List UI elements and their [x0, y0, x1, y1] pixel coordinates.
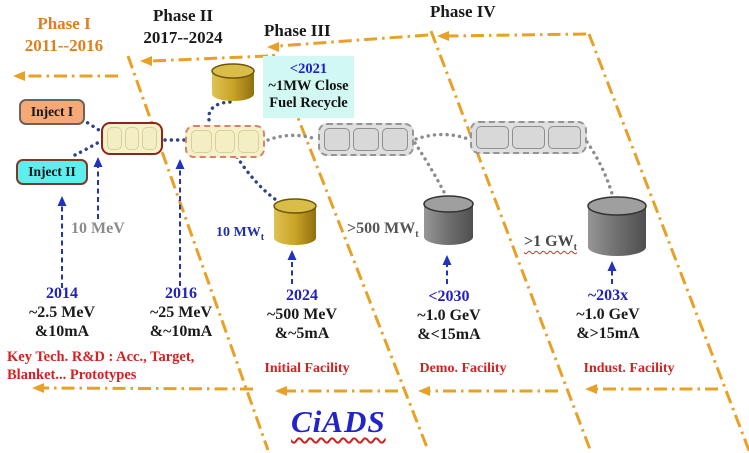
- diagram-title: CiADS: [291, 404, 386, 439]
- milestone-2024: 2024 ~500 MeV &~5mA: [267, 286, 337, 343]
- beam-dotted-lines-gray: [266, 132, 615, 199]
- gold-cylinder-mid: [273, 198, 317, 245]
- divider-phase4-right: [587, 33, 749, 453]
- milestone-spec2: &<15mA: [417, 326, 481, 343]
- phase3-heading: Phase III: [264, 21, 331, 40]
- milestone-spec2: &~10mA: [149, 323, 213, 340]
- milestone-spec2: &>15mA: [576, 325, 640, 342]
- milestone-year: 2016: [165, 285, 197, 302]
- milestone-year: 2024: [285, 287, 318, 304]
- milestone-spec2: &~5mA: [274, 325, 330, 342]
- divider-phase1-2: [126, 55, 270, 451]
- phase-top-arrows: [24, 32, 587, 78]
- gold-cylinder-top: [211, 63, 255, 101]
- phase4-heading: Phase IV: [430, 2, 496, 21]
- linac-segment-phase1: [101, 122, 163, 155]
- phase-divider-lines: [126, 30, 749, 453]
- linac-cell: [238, 130, 260, 153]
- linac-cell: [107, 127, 122, 150]
- facility-bottom-arrows: [42, 386, 718, 393]
- phase1-years: 2011--2016: [24, 36, 104, 55]
- label-10mwt: 10 MWt: [216, 225, 264, 243]
- label-1gwt: >1 GWt: [524, 233, 577, 253]
- key-tech-line1: Key Tech. R&D : Acc., Target,: [7, 349, 195, 365]
- phase2-heading: Phase II 2017--2024: [132, 5, 234, 49]
- milestone-spec1: ~1.0 GeV: [417, 307, 481, 324]
- facility-demo: Demo. Facility: [419, 361, 507, 376]
- divider-phase3-4: [429, 30, 593, 453]
- label-500mwt: >500 MWt: [347, 220, 419, 240]
- facility-bottom-arrowheads: [32, 383, 597, 396]
- fuel-recycle-line2: Fuel Recycle: [269, 95, 348, 111]
- gray-cylinder-industrial: [587, 196, 647, 256]
- milestone-spec1: ~1.0 GeV: [576, 306, 640, 323]
- label-500mwt-sub: t: [415, 229, 419, 241]
- linac-cell: [124, 127, 140, 150]
- milestone-spec2: &10mA: [34, 323, 90, 340]
- milestone-203x: ~203x ~1.0 GeV &>15mA: [576, 286, 639, 343]
- linac-cell: [476, 126, 509, 149]
- beam-dotted-lines-navy: [73, 100, 281, 204]
- label-10mwt-text: 10 MW: [216, 225, 261, 240]
- fuel-recycle-year: <2021: [289, 61, 328, 77]
- linac-segment-phase4: [470, 121, 587, 154]
- label-500mwt-text: >500 MW: [347, 220, 416, 237]
- divider-phase2-3: [271, 53, 430, 451]
- label-1gwt-sub: t: [573, 242, 577, 254]
- linac-cell: [353, 128, 379, 151]
- linac-cell: [512, 126, 545, 149]
- milestone-year: 2014: [45, 285, 78, 302]
- phase2-name: Phase II: [153, 6, 213, 25]
- milestone-spec1: ~25 MeV: [149, 304, 213, 321]
- phase1-name: Phase I: [37, 14, 91, 33]
- label-1gwt-text: >1 GW: [524, 233, 574, 250]
- fuel-recycle-note: <2021 ~1MW Close Fuel Recycle: [263, 56, 354, 118]
- inject1-box: Inject I: [19, 99, 85, 125]
- linac-cell: [382, 128, 408, 151]
- inject1-label: Inject I: [30, 104, 74, 119]
- phase2-years: 2017--2024: [143, 28, 223, 47]
- facility-industrial: Indust. Facility: [583, 361, 675, 376]
- linac-cell: [324, 128, 350, 151]
- phase1-heading: Phase I 2011--2016: [12, 13, 116, 57]
- linac-cell: [142, 127, 158, 150]
- milestone-2014: 2014 ~2.5 MeV &10mA: [29, 284, 95, 341]
- milestone-spec1: ~2.5 MeV: [28, 304, 96, 321]
- milestone-arrows: [61, 164, 613, 288]
- milestone-2030: <2030 ~1.0 GeV &<15mA: [417, 287, 480, 344]
- label-10mwt-sub: t: [260, 231, 265, 243]
- inject2-label: Inject II: [28, 164, 76, 179]
- milestone-arrowheads: [57, 157, 617, 271]
- label-10mev: 10 MeV: [71, 220, 125, 237]
- milestone-year: <2030: [428, 288, 470, 305]
- linac-segment-phase3: [318, 123, 414, 156]
- facility-initial: Initial Facility: [264, 361, 350, 376]
- linac-cell: [191, 130, 212, 153]
- milestone-spec1: ~500 MeV: [266, 306, 338, 323]
- inject2-box: Inject II: [16, 159, 88, 185]
- key-tech-note: Key Tech. R&D : Acc., Target, Blanket...…: [7, 348, 194, 384]
- key-tech-line2: Blanket... Prototypes: [7, 367, 137, 383]
- milestone-2016: 2016 ~25 MeV &~10mA: [150, 284, 213, 341]
- linac-segment-phase2: [185, 125, 265, 158]
- milestone-year: ~203x: [587, 287, 629, 304]
- gray-cylinder-demo: [423, 195, 474, 245]
- phase-top-arrowheads: [13, 31, 449, 81]
- linac-cell: [548, 126, 581, 149]
- linac-cell: [214, 130, 236, 153]
- fuel-recycle-line1: ~1MW Close: [268, 78, 349, 94]
